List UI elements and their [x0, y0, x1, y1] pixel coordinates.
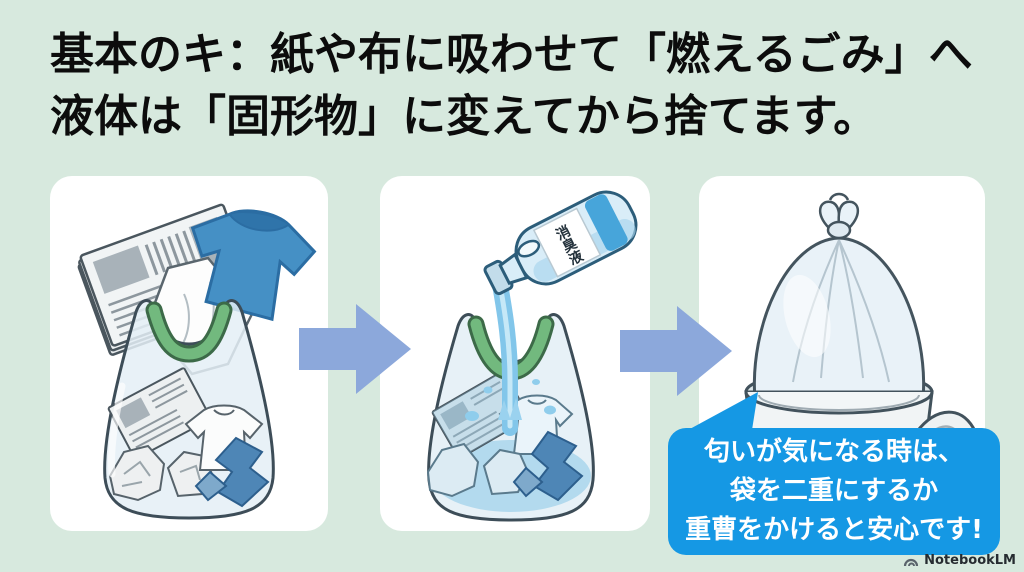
bag-with-absorbents-illustration — [77, 203, 317, 520]
bubble-line-1: 匂いが気になる時は、 — [703, 437, 964, 467]
title-line-2: 液体は「固形物」に変えてから捨てます。 — [50, 91, 878, 142]
bag-highlight — [108, 382, 126, 478]
bag-contents — [107, 367, 270, 508]
notebooklm-watermark: NotebookLM — [903, 553, 1016, 568]
speech-bubble-tail — [688, 392, 758, 430]
arrow-right-icon-1 — [299, 304, 411, 394]
step-panel-1 — [50, 176, 328, 531]
notebooklm-logo-icon — [904, 558, 919, 566]
tip-speech-bubble: 匂いが気になる時は、 袋を二重にするか 重曹をかけると安心です! — [668, 428, 1000, 555]
arrow-right-icon-2 — [620, 306, 732, 396]
can-rim-inner-line — [758, 394, 920, 411]
step-panel-2: 消臭液 — [380, 176, 650, 531]
blue-tshirt-icon — [190, 209, 317, 322]
watermark-label: NotebookLM — [924, 553, 1016, 568]
page-title: 基本のキ：紙や布に吸わせて「燃えるごみ」へ 液体は「固形物」に変えてから捨てます… — [50, 24, 973, 148]
deodorizer-bottle-icon: 消臭液 — [483, 190, 638, 296]
bag-green-rim — [148, 304, 230, 360]
bag-knot — [819, 192, 859, 240]
bubble-line-2: 袋を二重にするか — [729, 476, 939, 506]
tied-bag-icon — [752, 192, 926, 402]
pouring-liquid-illustration: 消臭液 — [426, 190, 638, 522]
bubble-line-3: 重曹をかけると安心です! — [685, 515, 983, 545]
title-line-1: 基本のキ：紙や布に吸わせて「燃えるごみ」へ — [50, 29, 973, 80]
